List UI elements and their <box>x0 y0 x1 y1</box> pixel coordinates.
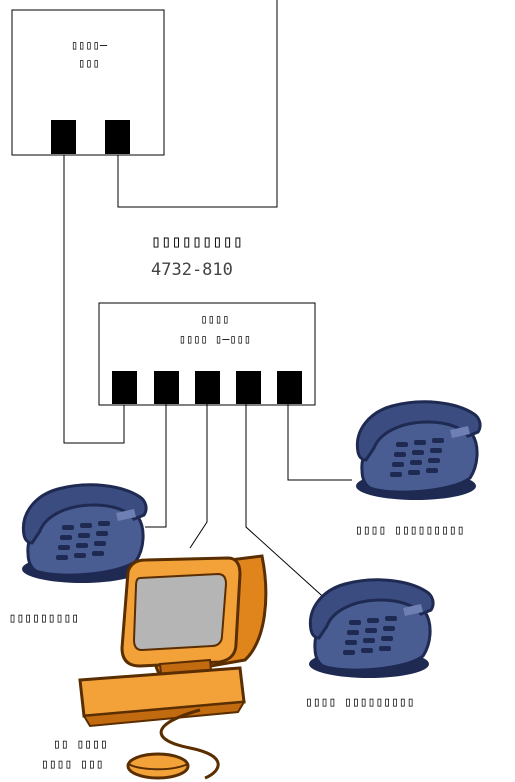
computer-icon <box>78 554 268 780</box>
hub-label-line2: ▯▯▯▯ ▯–▯▯▯ <box>178 332 252 346</box>
wiring-title: ▯▯▯▯▯▯▯▯▯ <box>151 232 244 252</box>
mouse-icon <box>126 752 190 780</box>
hub-label-line1: ▯▯▯▯ <box>200 312 230 326</box>
wire-upper-to-hub <box>63 152 125 444</box>
wire-upper-right <box>117 0 278 208</box>
phone-bottom-label: ▯▯▯▯ ▯▯▯▯▯▯▯▯▯ <box>305 695 415 710</box>
phone-right-label: ▯▯▯▯ ▯▯▯▯▯▯▯▯▯ <box>355 523 465 538</box>
hub-port-4 <box>236 371 261 404</box>
hub-port-2 <box>154 371 179 404</box>
wiring-code: 4732-810 <box>151 260 233 280</box>
wire-hub-to-bottom-phone <box>245 402 331 604</box>
wire-hub-to-computer <box>189 402 208 549</box>
computer-label-line1: ▯▯ ▯▯▯▯ <box>53 737 108 752</box>
hub-port-5 <box>277 371 302 404</box>
computer-label-line2: ▯▯▯▯ ▯▯▯ <box>41 757 104 772</box>
upper-device-port-1 <box>51 120 76 154</box>
hub-port-1 <box>112 371 137 404</box>
hub-port-3 <box>195 371 220 404</box>
upper-device-label-line1: ▯▯▯▯– <box>70 38 108 52</box>
telephone-icon <box>354 400 482 502</box>
wire-hub-to-right-phone <box>287 402 352 481</box>
upper-device-box <box>11 9 165 156</box>
phone-left-label: ▯ ▯▯▯▯▯▯▯▯▯ <box>0 611 80 626</box>
wire-hub-to-left-phone <box>145 402 167 528</box>
upper-device-port-2 <box>105 120 130 154</box>
telephone-icon <box>307 578 435 680</box>
telephone-icon <box>20 483 148 585</box>
upper-device-label-line2: ▯▯▯ <box>78 56 100 70</box>
